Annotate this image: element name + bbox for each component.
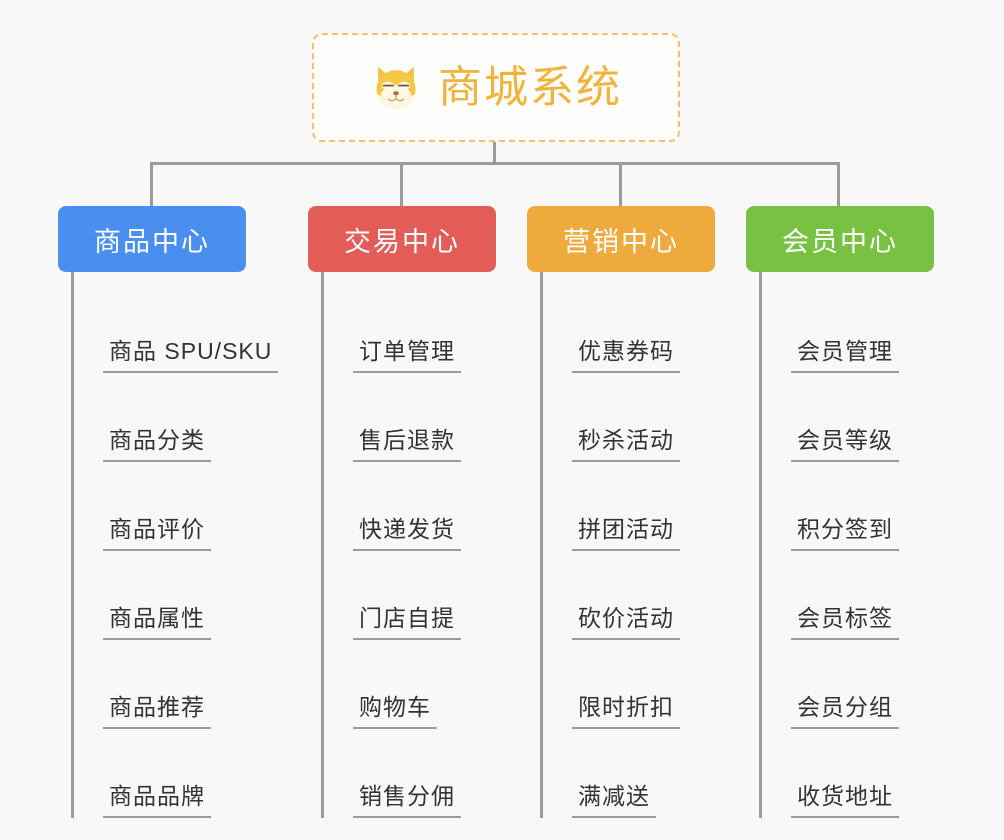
connector-drop-2 bbox=[400, 162, 403, 208]
leaf-item[interactable]: 拼团活动 bbox=[543, 462, 757, 551]
leaf-item[interactable]: 商品推荐 bbox=[74, 640, 288, 729]
leaf-label: 会员分组 bbox=[791, 693, 899, 729]
leaf-label: 商品品牌 bbox=[103, 782, 211, 818]
root-title: 商城系统 bbox=[438, 62, 622, 112]
leaf-list-1: 商品 SPU/SKU 商品分类 商品评价 商品属性 商品推荐 商品品牌 bbox=[71, 272, 288, 818]
category-header-4[interactable]: 会员中心 bbox=[746, 206, 934, 272]
leaf-label: 售后退款 bbox=[353, 426, 461, 462]
leaf-label: 商品评价 bbox=[103, 515, 211, 551]
leaf-label: 会员标签 bbox=[791, 604, 899, 640]
leaf-item[interactable]: 积分签到 bbox=[762, 462, 976, 551]
leaf-item[interactable]: 砍价活动 bbox=[543, 551, 757, 640]
leaf-label: 商品属性 bbox=[103, 604, 211, 640]
leaf-item[interactable]: 商品 SPU/SKU bbox=[74, 284, 288, 373]
connector-horizontal-bus bbox=[150, 162, 840, 165]
connector-drop-1 bbox=[150, 162, 153, 208]
branch-column-4: 会员中心 会员管理 会员等级 积分签到 会员标签 会员分组 收货地址 bbox=[746, 206, 976, 818]
leaf-label: 订单管理 bbox=[353, 337, 461, 373]
connector-root-stem bbox=[493, 142, 496, 164]
leaf-label: 拼团活动 bbox=[572, 515, 680, 551]
leaf-label: 会员等级 bbox=[791, 426, 899, 462]
leaf-item[interactable]: 限时折扣 bbox=[543, 640, 757, 729]
leaf-item[interactable]: 会员标签 bbox=[762, 551, 976, 640]
connector-drop-3 bbox=[619, 162, 622, 208]
leaf-item[interactable]: 售后退款 bbox=[324, 373, 538, 462]
leaf-item[interactable]: 优惠券码 bbox=[543, 284, 757, 373]
leaf-item[interactable]: 收货地址 bbox=[762, 729, 976, 818]
leaf-label: 限时折扣 bbox=[572, 693, 680, 729]
leaf-item[interactable]: 满减送 bbox=[543, 729, 757, 818]
leaf-label: 砍价活动 bbox=[572, 604, 680, 640]
leaf-label: 积分签到 bbox=[791, 515, 899, 551]
leaf-item[interactable]: 订单管理 bbox=[324, 284, 538, 373]
leaf-list-2: 订单管理 售后退款 快递发货 门店自提 购物车 销售分佣 bbox=[321, 272, 538, 818]
leaf-label: 秒杀活动 bbox=[572, 426, 680, 462]
leaf-item[interactable]: 商品品牌 bbox=[74, 729, 288, 818]
branch-column-1: 商品中心 商品 SPU/SKU 商品分类 商品评价 商品属性 商品推荐 商品品牌 bbox=[58, 206, 288, 818]
branch-column-3: 营销中心 优惠券码 秒杀活动 拼团活动 砍价活动 限时折扣 满减送 bbox=[527, 206, 757, 818]
leaf-item[interactable]: 商品属性 bbox=[74, 551, 288, 640]
leaf-item[interactable]: 秒杀活动 bbox=[543, 373, 757, 462]
leaf-item[interactable]: 快递发货 bbox=[324, 462, 538, 551]
leaf-label: 快递发货 bbox=[353, 515, 461, 551]
leaf-label: 商品分类 bbox=[103, 426, 211, 462]
leaf-item[interactable]: 会员分组 bbox=[762, 640, 976, 729]
leaf-item[interactable]: 会员等级 bbox=[762, 373, 976, 462]
leaf-item[interactable]: 会员管理 bbox=[762, 284, 976, 373]
leaf-label: 满减送 bbox=[572, 782, 656, 818]
root-node[interactable]: 商城系统 bbox=[312, 33, 680, 142]
leaf-label: 购物车 bbox=[353, 693, 437, 729]
leaf-item[interactable]: 销售分佣 bbox=[324, 729, 538, 818]
leaf-item[interactable]: 商品分类 bbox=[74, 373, 288, 462]
leaf-label: 商品 SPU/SKU bbox=[103, 337, 279, 373]
leaf-label: 商品推荐 bbox=[103, 693, 211, 729]
category-header-2[interactable]: 交易中心 bbox=[308, 206, 496, 272]
leaf-label: 销售分佣 bbox=[353, 782, 461, 818]
connector-drop-4 bbox=[837, 162, 840, 208]
category-header-3[interactable]: 营销中心 bbox=[527, 206, 715, 272]
leaf-item[interactable]: 商品评价 bbox=[74, 462, 288, 551]
leaf-list-3: 优惠券码 秒杀活动 拼团活动 砍价活动 限时折扣 满减送 bbox=[540, 272, 757, 818]
leaf-item[interactable]: 门店自提 bbox=[324, 551, 538, 640]
leaf-item[interactable]: 购物车 bbox=[324, 640, 538, 729]
leaf-label: 门店自提 bbox=[353, 604, 461, 640]
branch-column-2: 交易中心 订单管理 售后退款 快递发货 门店自提 购物车 销售分佣 bbox=[308, 206, 538, 818]
leaf-label: 收货地址 bbox=[791, 782, 899, 818]
category-header-1[interactable]: 商品中心 bbox=[58, 206, 246, 272]
leaf-label: 会员管理 bbox=[791, 337, 899, 373]
shiba-dog-face-icon bbox=[376, 66, 416, 109]
leaf-label: 优惠券码 bbox=[572, 337, 680, 373]
leaf-list-4: 会员管理 会员等级 积分签到 会员标签 会员分组 收货地址 bbox=[759, 272, 976, 818]
